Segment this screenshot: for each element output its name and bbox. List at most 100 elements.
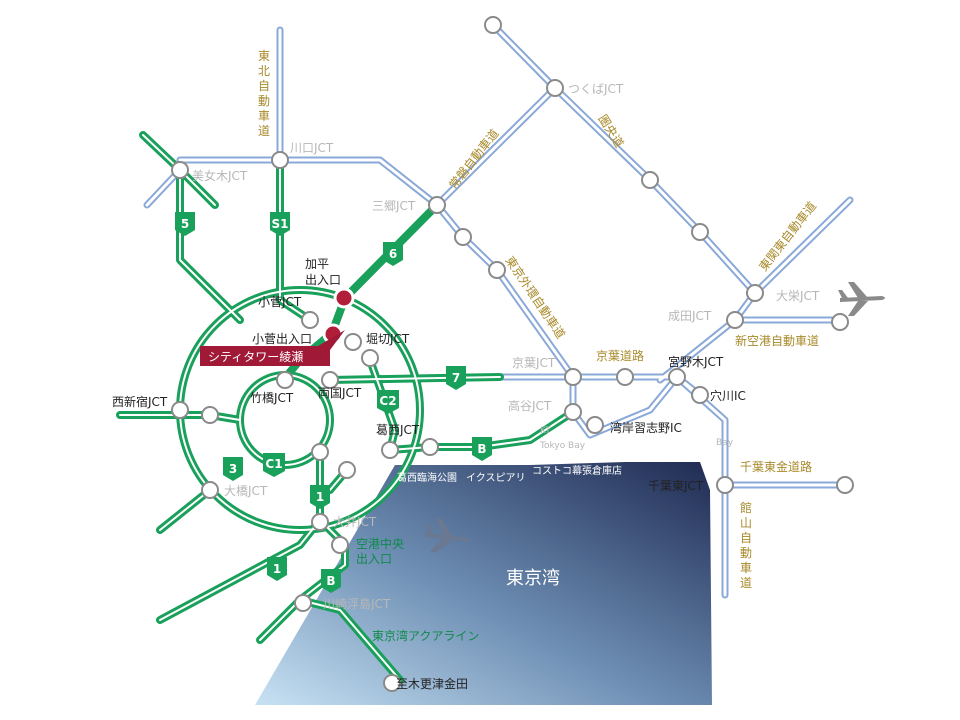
junction-marker bbox=[746, 284, 764, 302]
ryogoku-jct-label: 両国JCT bbox=[318, 386, 362, 400]
route-shield-6: 6 bbox=[383, 242, 403, 266]
junction-marker bbox=[641, 171, 659, 189]
bay-edge-label: Bay bbox=[716, 438, 734, 448]
airport-entrance-label-2: 出入口 bbox=[356, 552, 392, 566]
oi-jct-label: 大井JCT bbox=[333, 515, 377, 529]
route-shield-1b: 1 bbox=[267, 557, 287, 581]
map-labels: つくばJCT 川口JCT 美女木JCT 三郷JCT 加平 出入口 小菅JCT 小… bbox=[112, 82, 820, 691]
wangan-narashino-label: 湾岸習志野IC bbox=[610, 420, 682, 435]
chiba-higashi-jct-label: 千葉東JCT bbox=[648, 479, 704, 493]
costco-label: コストコ幕張倉庫店 bbox=[532, 464, 622, 477]
kahei-entrance-marker bbox=[333, 287, 355, 309]
miyanogi-jct-label: 宮野木JCT bbox=[668, 354, 724, 369]
junction-marker bbox=[201, 481, 219, 499]
junction-marker bbox=[294, 594, 312, 612]
tateyama-vertical-label: 館山自動車道 bbox=[740, 500, 752, 590]
misato-jct-label: 三郷JCT bbox=[372, 199, 416, 213]
junction-markers bbox=[171, 16, 854, 692]
junction-marker bbox=[564, 403, 582, 421]
airplane-icon-haneda bbox=[424, 518, 470, 553]
kisarazu-label: 至木更津金田 bbox=[396, 676, 468, 691]
junction-marker bbox=[716, 476, 734, 494]
featured-property-tag: シティタワー綾瀬 bbox=[200, 330, 345, 366]
junction-marker bbox=[276, 371, 294, 389]
junction-marker bbox=[171, 401, 189, 419]
junction-marker bbox=[546, 79, 564, 97]
ohashi-jct-label: 大橋JCT bbox=[224, 484, 268, 498]
junction-marker bbox=[691, 386, 709, 404]
junction-marker bbox=[726, 311, 744, 329]
bijogi-jct-label: 美女木JCT bbox=[192, 168, 248, 183]
ikspiari-label: イクスピアリ bbox=[466, 472, 526, 484]
route-shield-b2: B bbox=[321, 569, 341, 593]
svg-text:S1: S1 bbox=[272, 217, 289, 231]
junction-marker bbox=[428, 196, 446, 214]
junction-marker bbox=[338, 461, 356, 479]
kosuge-jct-label: 小菅JCT bbox=[258, 295, 302, 309]
anagawa-ic-label: 穴川IC bbox=[710, 388, 746, 403]
junction-marker bbox=[321, 371, 339, 389]
svg-text:6: 6 bbox=[389, 247, 397, 261]
svg-text:B: B bbox=[326, 574, 335, 588]
joban-label: 常磐自動車道 bbox=[446, 126, 501, 191]
svg-text:C1: C1 bbox=[265, 457, 282, 471]
junction-marker bbox=[691, 223, 709, 241]
keiyo-jct-label: 京葉JCT bbox=[512, 356, 556, 370]
horikiri-jct-label: 堀切JCT bbox=[366, 331, 410, 346]
route-shields: 5 S1 6 7 C2 C1 3 1 1 B B bbox=[175, 212, 492, 593]
narita-jct-label: 成田JCT bbox=[668, 309, 712, 323]
junction-marker bbox=[171, 161, 189, 179]
kasai-jct-label: 葛西JCT bbox=[376, 423, 420, 437]
junction-marker bbox=[484, 16, 502, 34]
junction-marker bbox=[836, 476, 854, 494]
junction-marker bbox=[381, 441, 399, 459]
featured-property-label: シティタワー綾瀬 bbox=[208, 349, 303, 364]
junction-marker bbox=[201, 406, 219, 424]
svg-text:C2: C2 bbox=[379, 394, 396, 408]
tohoku-expressway-label: 東北自動車道 bbox=[258, 49, 270, 138]
route-shield-3: 3 bbox=[223, 457, 243, 481]
kawasaki-ukishima-jct-label: 川崎浮島JCT bbox=[323, 596, 391, 611]
aqualine-label: 東京湾アクアライン bbox=[372, 628, 479, 643]
junction-marker bbox=[311, 513, 329, 531]
junction-marker bbox=[271, 151, 289, 169]
airport-entrance-label-1: 空港中央 bbox=[356, 536, 404, 551]
junction-marker bbox=[831, 313, 849, 331]
junction-marker bbox=[301, 311, 319, 329]
junction-marker bbox=[454, 228, 472, 246]
route-shield-1a: 1 bbox=[310, 485, 330, 509]
junction-marker bbox=[668, 368, 686, 386]
junction-marker bbox=[361, 349, 379, 367]
chiba-togane-label: 千葉東金道路 bbox=[740, 459, 812, 474]
svg-text:1: 1 bbox=[273, 562, 281, 576]
junction-marker bbox=[564, 368, 582, 386]
junction-marker bbox=[616, 368, 634, 386]
junction-marker bbox=[331, 536, 349, 554]
ktk-prefix-label: KT bbox=[540, 426, 551, 436]
junction-marker bbox=[344, 333, 362, 351]
kahei-entrance-label-1: 加平 bbox=[305, 257, 329, 271]
airplane-icon-narita bbox=[838, 282, 885, 316]
route-shield-c1: C1 bbox=[263, 453, 285, 477]
route-shield-b1: B bbox=[472, 437, 492, 461]
svg-text:7: 7 bbox=[452, 371, 460, 385]
shinkuko-label: 新空港自動車道 bbox=[735, 333, 819, 348]
tokyo-bay-small-label: Tokyo Bay bbox=[539, 441, 586, 451]
route-shield-7: 7 bbox=[446, 366, 466, 390]
route-shield-5: 5 bbox=[175, 212, 195, 236]
junction-marker bbox=[311, 443, 329, 461]
route-shield-s1: S1 bbox=[270, 212, 290, 236]
kahei-entrance-label-2: 出入口 bbox=[305, 273, 341, 287]
svg-text:3: 3 bbox=[229, 462, 237, 476]
junction-marker bbox=[586, 416, 604, 434]
kawaguchi-jct-label: 川口JCT bbox=[290, 141, 334, 155]
tsukuba-jct-label: つくばJCT bbox=[568, 82, 624, 96]
takaya-jct-label: 高谷JCT bbox=[508, 398, 552, 413]
junction-marker bbox=[421, 438, 439, 456]
tokyo-bay-label: 東京湾 bbox=[506, 568, 560, 589]
tohoku-vertical-label: 東北自動車道 bbox=[258, 49, 270, 138]
junction-marker bbox=[488, 261, 506, 279]
junction-marker bbox=[383, 674, 401, 692]
route-shield-c2: C2 bbox=[377, 390, 399, 414]
